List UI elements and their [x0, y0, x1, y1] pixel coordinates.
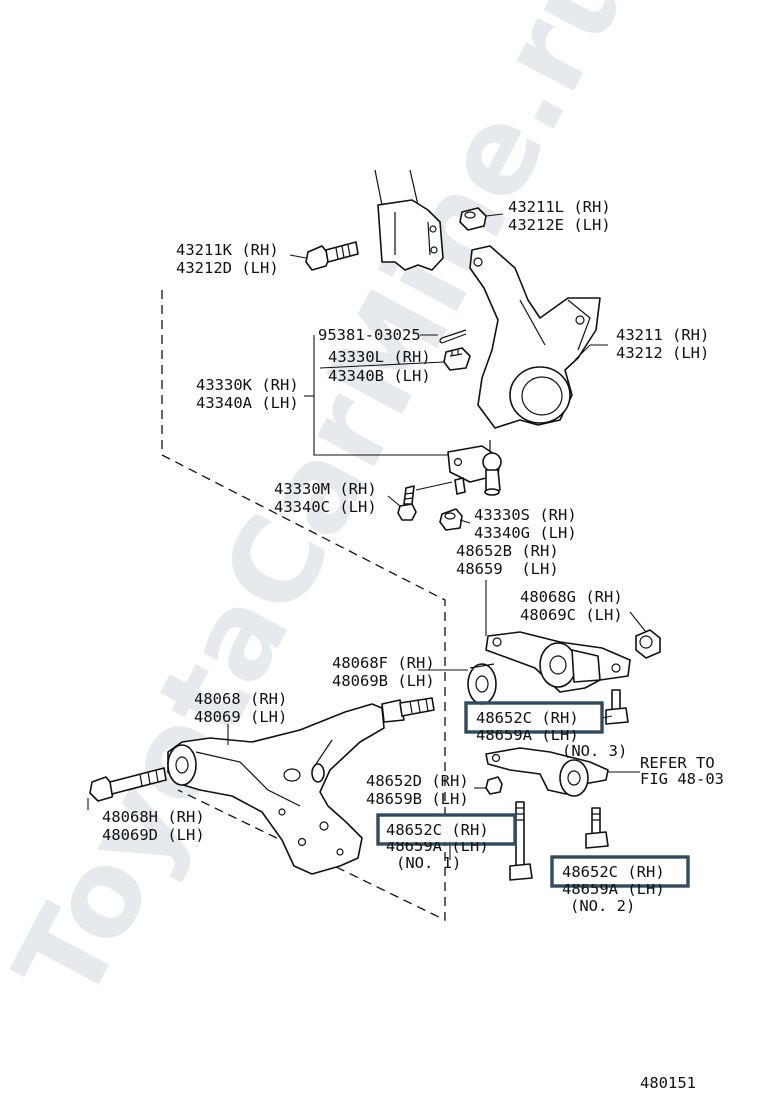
label-48659B: 48659B (LH): [366, 790, 469, 808]
label-48068G: 48068G (RH): [520, 588, 623, 606]
label-48652C-no1: 48652C (RH): [386, 821, 489, 839]
assembly-boundary-dashed: [161, 290, 446, 922]
label-48068H: 48068H (RH): [102, 808, 205, 826]
label-43340G: 43340G (LH): [474, 524, 577, 542]
bolt-48652C-no1-icon: [509, 801, 533, 881]
nut-48068G-icon: [635, 629, 661, 659]
rear-bushing-icon: [559, 759, 589, 797]
label-48652B: 48652B (RH): [456, 542, 559, 560]
label-43330K: 43330K (RH): [196, 376, 299, 394]
lower-arm-48068-icon: [167, 697, 435, 875]
bolt-43211K-icon: [305, 241, 359, 271]
bolt-48652C-no3-icon: [605, 689, 629, 725]
label-43340C: 43340C (LH): [274, 498, 377, 516]
label-48652C-no3: 48652C (RH): [476, 709, 579, 727]
label-fig-ref: FIG 48-03: [640, 770, 724, 788]
ball-joint-icon: [447, 440, 502, 496]
label-48652D: 48652D (RH): [366, 772, 469, 790]
bolt-48652C-no2-icon: [585, 807, 609, 849]
nut-43330S-icon: [439, 508, 463, 531]
label-48068F: 48068F (RH): [332, 654, 435, 672]
highlight-fill-no1: [380, 817, 513, 842]
bushing-48068G-icon: [539, 642, 601, 688]
strut-lower-icon: [374, 169, 444, 271]
label-refer-to: REFER TO: [640, 754, 715, 772]
bushing-48068F-icon: [467, 663, 497, 705]
label-48652C-no2: 48652C (RH): [562, 863, 665, 881]
steering-knuckle-icon: [469, 245, 601, 429]
label-48069C: 48069C (LH): [520, 606, 623, 624]
label-43212: 43212 (LH): [616, 344, 709, 362]
label-48069D: 48069D (LH): [102, 826, 205, 844]
highlight-box-48652C-no2: [550, 855, 690, 888]
highlight-fill-no3: [468, 705, 600, 730]
label-43330M: 43330M (RH): [274, 480, 377, 498]
label-no1: (NO. 1): [396, 854, 461, 872]
label-no3: (NO. 3): [562, 742, 627, 760]
label-43211: 43211 (RH): [616, 326, 709, 344]
label-43211L: 43211L (RH): [508, 198, 611, 216]
bolt-48068H-icon: [89, 767, 167, 802]
label-43330S: 43330S (RH): [474, 506, 577, 524]
label-95381: 95381-03025: [318, 326, 421, 344]
label-48659A-no2: 48659A (LH): [562, 880, 665, 898]
highlight-box-48652C-no3: [464, 701, 604, 734]
label-48069: 48069 (LH): [194, 708, 287, 726]
label-43340A: 43340A (LH): [196, 394, 299, 412]
label-no2: (NO. 2): [570, 897, 635, 915]
cotter-pin-icon: [439, 329, 467, 344]
label-48069B: 48069B (LH): [332, 672, 435, 690]
figure-number: 480151: [640, 1074, 696, 1092]
label-43340B: 43340B (LH): [328, 367, 431, 385]
label-43212D: 43212D (LH): [176, 259, 279, 277]
highlight-box-48652C-no1: [376, 813, 517, 846]
label-43212E: 43212E (LH): [508, 216, 611, 234]
nut-43211L-icon: [459, 207, 487, 231]
label-48659: 48659 (LH): [456, 560, 559, 578]
label-43211K: 43211K (RH): [176, 241, 279, 259]
label-48659A-no3: 48659A (LH): [476, 726, 579, 744]
label-48068: 48068 (RH): [194, 690, 287, 708]
label-43330L: 43330L (RH): [328, 348, 431, 366]
bolt-43330M-icon: [397, 485, 417, 521]
highlight-fill-no2: [554, 859, 686, 884]
castle-nut-43330L-icon: [443, 347, 471, 371]
nut-48652D-icon: [485, 776, 503, 795]
leader-lines: [87, 213, 647, 860]
